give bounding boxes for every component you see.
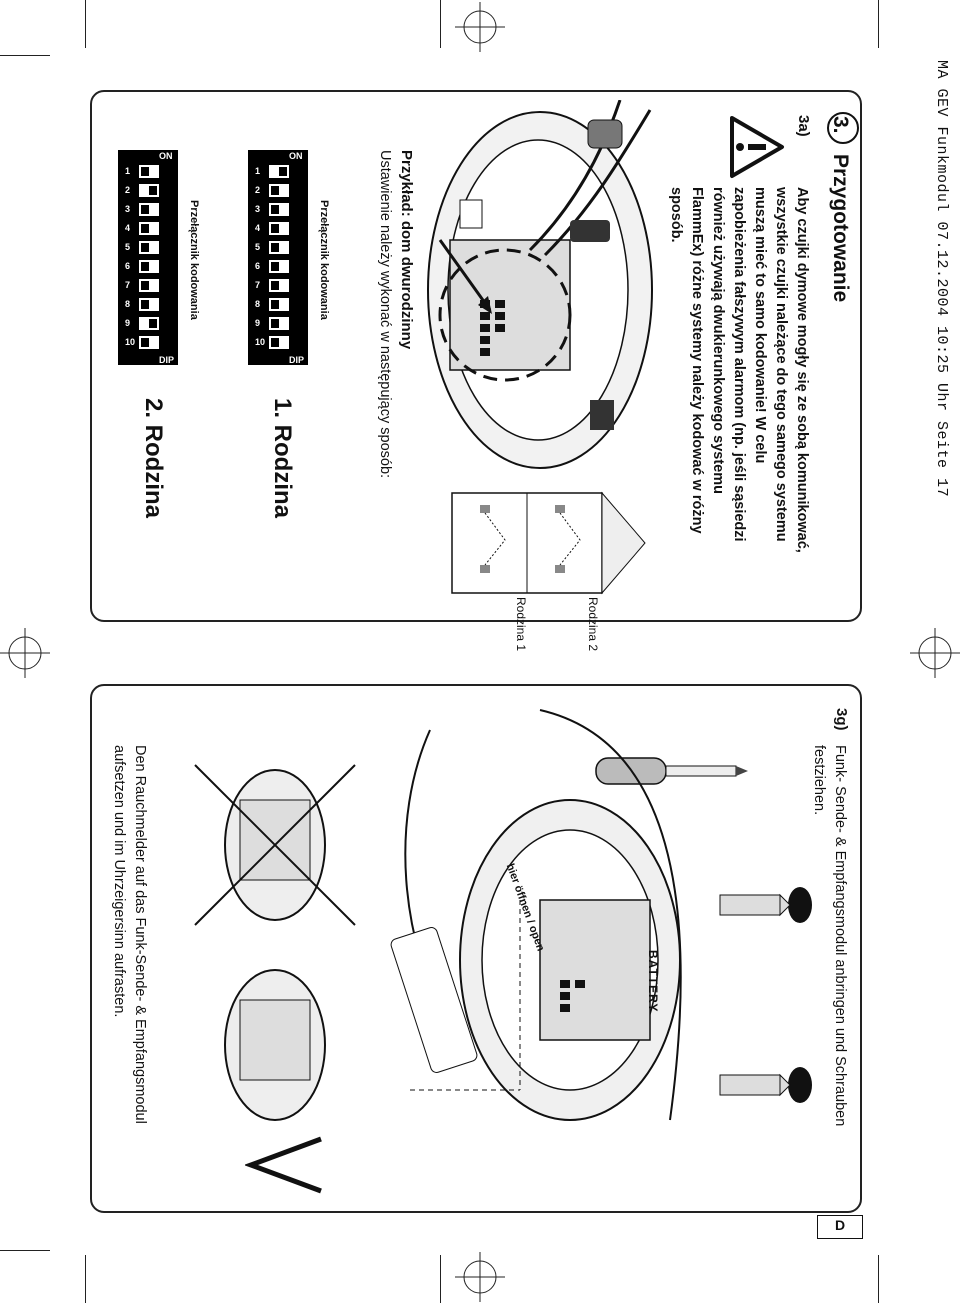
dip-switch-row: ON DIP 1 2 3 4 5 6 7 8 9 10 [125, 151, 174, 365]
example-title: Przykład: dom dwurodzinny [398, 150, 415, 350]
dip-number: 1 [255, 166, 261, 176]
house-label: Rodzina 2 [586, 597, 600, 652]
registration-mark [455, 2, 505, 52]
registration-mark [910, 628, 960, 678]
dip-number: 4 [125, 223, 131, 233]
dip-number: 2 [255, 185, 261, 195]
dip-switch [139, 260, 159, 273]
dip-number: 6 [255, 261, 261, 271]
dip-switch [269, 260, 289, 273]
dip-switch [269, 222, 289, 235]
crop-mark [878, 0, 879, 48]
step-label: 3g) [833, 708, 850, 731]
dip-dip-label: DIP [289, 355, 305, 365]
dip-number: 4 [255, 223, 261, 233]
warning-line: zapobieżenia fałszywym alarmom (np. jeśl… [731, 187, 747, 542]
step-text-line: festziehen. [811, 745, 827, 816]
print-slug: MA GEV Funkmodul 07.12.2004 10:25 Uhr Se… [933, 60, 950, 498]
dip-switch [269, 279, 289, 292]
language-code-box: D [817, 1215, 863, 1239]
dip-switch [269, 317, 289, 330]
dip-number: 5 [255, 242, 261, 252]
dip-number: 3 [255, 204, 261, 214]
wall-plug-icon [719, 887, 812, 923]
dip-caption: Przełącznik kodowania [318, 200, 330, 320]
dip-on-label: ON [159, 151, 173, 161]
warning-line: również używają dwukierunkowego systemu [710, 187, 726, 494]
language-code: D [834, 1217, 846, 1233]
house-illustration [451, 491, 646, 595]
dip-switch [139, 317, 159, 330]
mount-instruction-line: Den Rauchmelder auf das Funk-Sende- & Em… [132, 745, 148, 1124]
dip-number: 7 [125, 280, 131, 290]
detector-base-illustration [427, 100, 653, 469]
crop-mark [0, 55, 50, 56]
warning-line: FlammEx) różne systemy należy kodować w … [689, 187, 705, 534]
registration-mark [0, 628, 50, 678]
dip-on-label: ON [289, 151, 303, 161]
section-title: Przygotowanie [829, 154, 852, 303]
dip-number: 8 [255, 299, 261, 309]
dip-number: 9 [255, 318, 261, 328]
dip-switch [139, 203, 159, 216]
crop-mark [0, 1250, 50, 1251]
dip-number: 8 [125, 299, 131, 309]
warning-line: muszą mieć to samo kodowanie! W celu [752, 187, 768, 464]
dip-switch [269, 336, 289, 349]
dip-number: 3 [125, 204, 131, 214]
dip-switch [269, 184, 289, 197]
registration-mark [455, 1252, 505, 1302]
warning-line: wszystkie czujki należące do tego samego… [773, 187, 789, 542]
battery-label: BATTERY [646, 950, 660, 1013]
dip-switch [139, 184, 159, 197]
dip-switch [139, 298, 159, 311]
section-number: 3. [829, 116, 852, 134]
step-label: 3a) [795, 115, 812, 137]
crop-mark [85, 0, 86, 48]
dip-switch [269, 203, 289, 216]
dip-dip-label: DIP [159, 355, 175, 365]
dip-switch [269, 241, 289, 254]
checkmark-icon [245, 1136, 322, 1194]
warning-line: Aby czujki dymowe mogły się ze sobą komu… [794, 187, 810, 553]
dip-switch [139, 279, 159, 292]
family-1-label: 1. Rodzina [269, 398, 296, 519]
house-label: Rodzina 1 [514, 597, 528, 652]
dip-switch [139, 241, 159, 254]
example-text: Ustawienie należy wykonać w następujący … [377, 150, 393, 479]
dip-number: 2 [125, 185, 131, 195]
detector-correct-illustration [224, 969, 326, 1121]
dip-number: 10 [125, 337, 136, 347]
crop-mark [440, 1255, 441, 1303]
dip-switch-row: ON DIP 1 2 3 4 5 6 7 8 9 10 [255, 151, 304, 365]
crop-mark [85, 1255, 86, 1303]
dip-number: 5 [125, 242, 131, 252]
crop-mark [440, 0, 441, 48]
section-number-circle [827, 112, 859, 144]
dip-number: 9 [125, 318, 131, 328]
wall-plug-icon [719, 1067, 812, 1103]
warning-line: sposób. [668, 187, 684, 243]
dip-switch [269, 165, 289, 178]
detector-wrong-illustration [194, 764, 356, 926]
step-text-line: Funk- Sende- & Empfangsmodul anbringen u… [832, 745, 848, 1127]
mount-instruction-line: aufsetzen und im Uhrzeigersinn aufrasten… [111, 745, 127, 1018]
warning-icon [730, 116, 784, 178]
dip-number: 1 [125, 166, 131, 176]
module-mounting-illustration [390, 709, 682, 1121]
dip-switch [139, 222, 159, 235]
crop-mark [878, 1255, 879, 1303]
dip-switch [139, 336, 159, 349]
dip-switch [269, 298, 289, 311]
dip-switch [139, 165, 159, 178]
dip-caption: Przełącznik kodowania [188, 200, 200, 320]
family-2-label: 2. Rodzina [140, 398, 167, 519]
dip-number: 6 [125, 261, 131, 271]
dip-number: 10 [255, 337, 266, 347]
dip-number: 7 [255, 280, 261, 290]
